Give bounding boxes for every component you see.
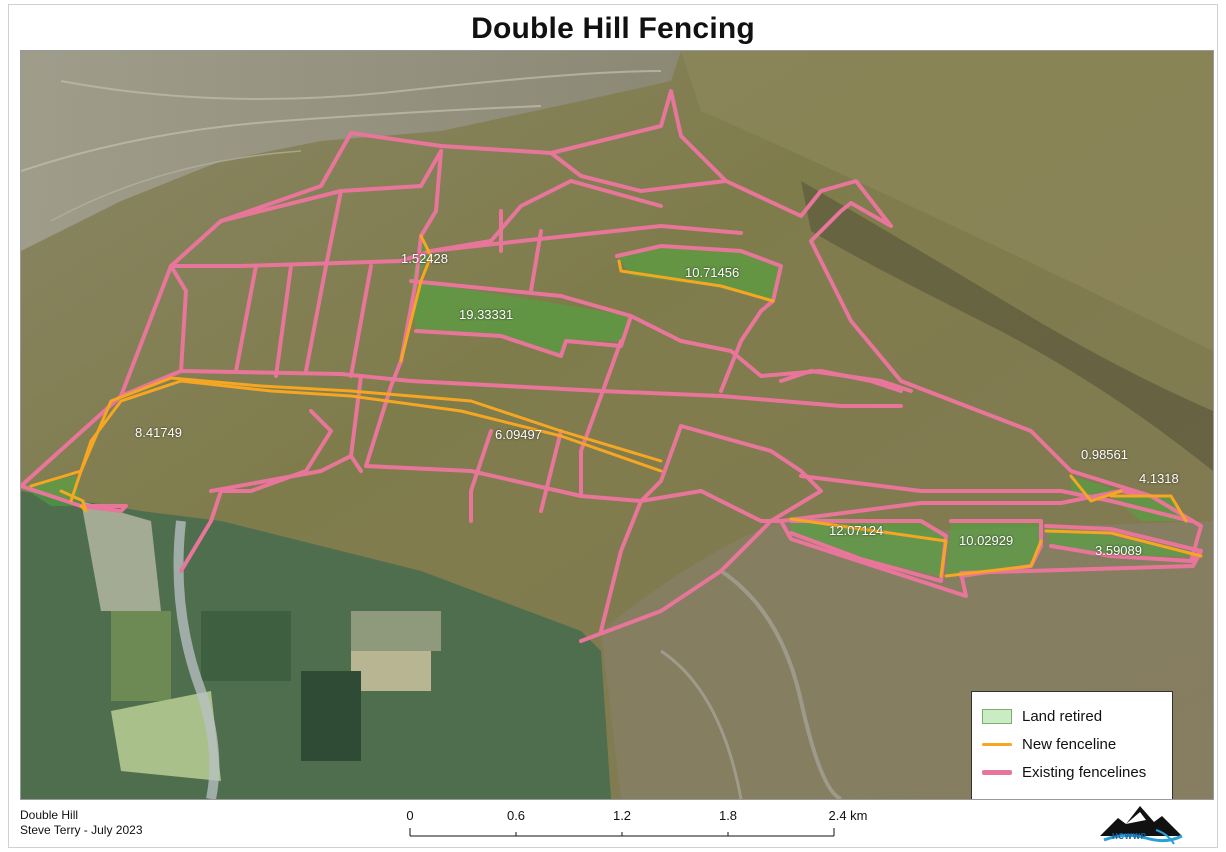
retired-land-group — [21, 236, 1201, 576]
map-frame[interactable]: 1.52428 10.71456 19.33331 8.41749 6.0949… — [20, 50, 1214, 800]
fence-vertical-4 — [274, 264, 293, 378]
area-label: 12.07124 — [829, 523, 884, 538]
retired-19-33331 — [411, 281, 631, 356]
braid-3 — [50, 150, 302, 222]
new-fence-long-2 — [69, 379, 663, 503]
upper-right-hills — [681, 51, 1213, 351]
lower-river — [173, 520, 220, 799]
braid-4 — [719, 569, 842, 799]
scale-bar: 0 0.6 1.2 1.8 2.4 km — [400, 808, 880, 848]
area-label: 1.52428 — [401, 251, 448, 266]
retired-10-02929 — [946, 521, 1043, 576]
braid-1 — [60, 70, 662, 100]
footer-credits: Double Hill Steve Terry - July 2023 — [20, 808, 143, 838]
fence-upper-3 — [549, 151, 728, 193]
fence-vertical-3 — [234, 264, 258, 373]
area-label: 0.98561 — [1081, 447, 1128, 462]
map-svg — [21, 51, 1213, 799]
fence-vertical-7 — [579, 339, 623, 498]
new-fence-1-52428 — [399, 234, 433, 363]
scale-tick-label: 1.2 — [612, 808, 632, 823]
fence-loop — [779, 369, 913, 393]
area-label: 3.59089 — [1095, 543, 1142, 558]
area-label: 4.1318 — [1139, 471, 1179, 486]
legend-row-existing-fencelines: Existing fencelines — [982, 758, 1162, 786]
fence-retired-right — [615, 244, 783, 393]
gravel-area — [81, 501, 161, 611]
fence-vertical-9 — [469, 429, 493, 523]
scale-tick-label: 1.8 — [718, 808, 738, 823]
fence-lower-left — [179, 409, 333, 573]
fence-upper-2 — [429, 179, 663, 253]
paddock-1 — [111, 611, 171, 701]
fence-mid-horizontal — [119, 369, 903, 408]
fence-outer-left-tip — [21, 484, 128, 513]
fence-vertical-6 — [169, 264, 188, 373]
legend-row-new-fenceline: New fenceline — [982, 730, 1162, 758]
fence-vertical-5 — [349, 264, 373, 378]
new-fence-10-02929 — [944, 539, 1043, 578]
area-label: 8.41749 — [135, 425, 182, 440]
fence-lower-inner — [364, 359, 783, 523]
scale-tick-label: 0 — [406, 808, 414, 823]
legend-row-land-retired: Land retired — [982, 702, 1162, 730]
area-label: 10.71456 — [685, 265, 740, 280]
new-fence-0-98561 — [1069, 474, 1123, 503]
existing-fencelines — [21, 89, 1203, 643]
scale-bar-svg — [409, 828, 835, 837]
footer-line1: Double Hill — [20, 808, 79, 822]
fence-vertical-2 — [304, 189, 343, 373]
scale-tick-label: 0.6 — [506, 808, 526, 823]
fence-upper-5 — [529, 229, 543, 293]
fence-bottom-right — [799, 474, 1193, 523]
scale-tick-label: 2.4 km — [828, 808, 868, 823]
footer-line2: Steve Terry - July 2023 — [20, 823, 143, 837]
new-fencelines — [29, 234, 1203, 578]
fence-lower-left-2 — [209, 454, 353, 493]
fence-vertical-11 — [599, 424, 683, 633]
legend: Land retired New fenceline Existing fenc… — [971, 691, 1173, 799]
new-fence-10-71456 — [617, 259, 775, 303]
paddock-3 — [351, 611, 441, 651]
legend-label: Land retired — [1022, 707, 1103, 725]
page-frame — [8, 4, 1218, 848]
new-fence-4-1318 — [1109, 494, 1188, 523]
legend-label: New fenceline — [1022, 735, 1117, 753]
fence-vertical-10 — [539, 429, 563, 513]
paddock-5 — [301, 671, 361, 761]
paddock-2 — [201, 611, 291, 681]
braid-5 — [660, 649, 743, 799]
fence-19-33331 — [409, 279, 633, 358]
hcwwp-logo-icon — [1100, 806, 1183, 845]
orchard — [111, 691, 221, 781]
new-fence-12-07124 — [789, 517, 948, 578]
new-fence-long-1 — [29, 376, 663, 488]
legend-swatch-new-fenceline — [982, 742, 1012, 746]
fence-upper-1 — [219, 149, 443, 223]
legend-swatch-land-retired — [982, 708, 1012, 724]
legend-swatch-existing-fencelines — [982, 769, 1012, 775]
fence-lower-right-outer — [579, 424, 823, 643]
legend-label: Existing fencelines — [1022, 763, 1147, 781]
ridge-shadow — [801, 181, 1213, 471]
area-label: 10.02929 — [959, 533, 1014, 548]
new-fence-3-59089 — [1044, 529, 1203, 558]
area-label: 6.09497 — [495, 427, 542, 442]
upper-riverbed — [21, 51, 681, 251]
logo-text: HCWWP — [1112, 832, 1147, 841]
fence-outer-right — [21, 89, 1203, 598]
retired-12-07124 — [791, 516, 946, 576]
braid-2 — [21, 105, 542, 172]
retired-10-71456 — [617, 246, 781, 301]
area-label: 19.33331 — [459, 307, 514, 322]
paddock-4 — [351, 651, 431, 691]
map-title: Double Hill Fencing — [471, 12, 755, 45]
